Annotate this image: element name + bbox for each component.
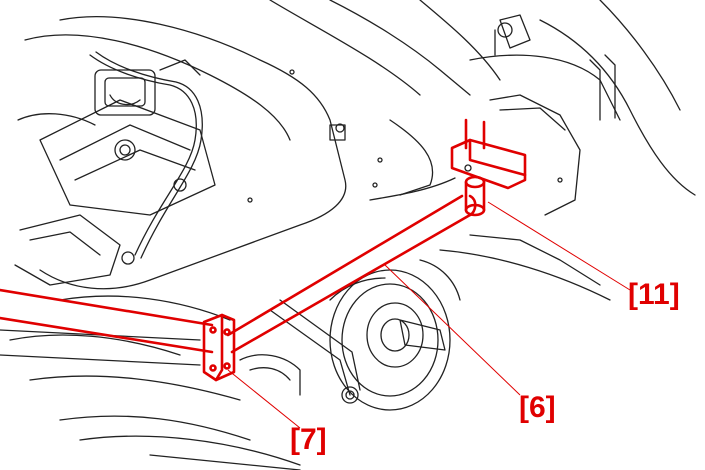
callout-label-6: [6]	[519, 391, 556, 424]
upper-bracket	[450, 118, 527, 217]
highlighted-parts	[0, 118, 527, 382]
leader-line-7	[227, 369, 301, 429]
lateral-rod	[226, 194, 472, 354]
lateral-rod-left-section	[0, 288, 214, 354]
callout-label-7: [7]	[290, 423, 327, 456]
leader-lines	[227, 201, 631, 429]
callout-label-11: [11]	[628, 278, 680, 311]
leader-line-11	[487, 201, 631, 291]
leader-line-6	[384, 264, 521, 396]
lower-bracket	[202, 313, 236, 382]
